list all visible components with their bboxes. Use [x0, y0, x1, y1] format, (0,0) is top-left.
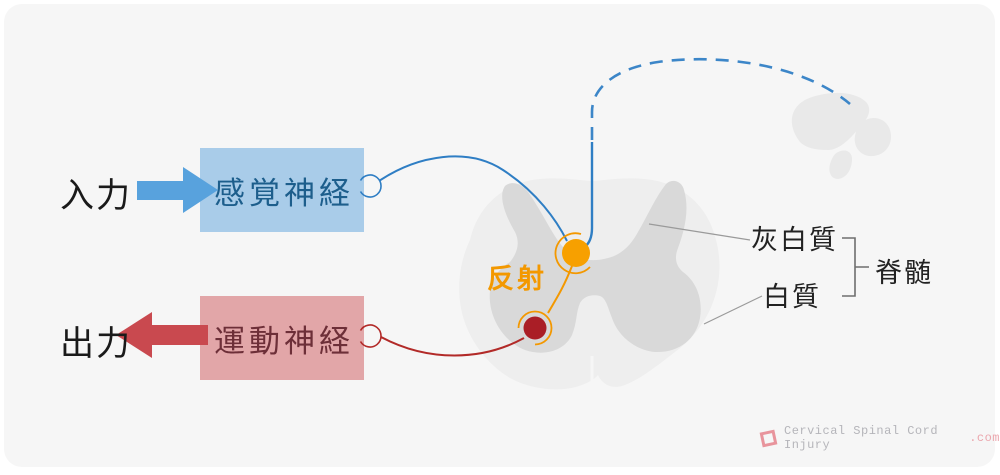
- sensory-nerve-box: 感覚神経: [200, 148, 364, 232]
- gray-matter-label: 灰白質: [751, 225, 838, 255]
- spinal-cord-label: 脊髄: [875, 258, 933, 288]
- interneuron-dot: [562, 239, 590, 267]
- brain-cerebrum-shape: [791, 92, 870, 150]
- motor-box-ring: [359, 324, 382, 348]
- input-label: 入力: [60, 177, 132, 215]
- ascending-dashed-fiber: [590, 57, 851, 140]
- brain-silhouette: [791, 92, 892, 179]
- interneuron-fiber: [547, 265, 573, 314]
- spinal-cord-bracket: [842, 237, 869, 297]
- sensory-fiber-curve: [378, 155, 568, 242]
- sensory-nerve-label: 感覚神経: [214, 175, 354, 211]
- motor-nerve-label: 運動神経: [214, 323, 354, 359]
- output-arrow: [116, 312, 208, 358]
- reflex-label: 反射: [487, 264, 547, 294]
- white-matter-label: 白質: [763, 282, 821, 312]
- brain-brainstem-shape: [829, 150, 853, 179]
- white-matter-pointer-line: [703, 295, 763, 325]
- site-logo-text: Cervical Spinal Cord Injury: [784, 424, 939, 452]
- sensory-box-ring: [359, 174, 382, 198]
- brain-cerebellum-shape: [854, 118, 892, 157]
- motor-neuron-synapse-arc: [517, 310, 553, 346]
- spinal-cord-gray-matter-shape: [489, 180, 701, 353]
- site-logo-suffix: .com: [969, 431, 1000, 445]
- site-logo: Cervical Spinal Cord Injury .com: [759, 424, 1000, 452]
- tilted-square-icon: [759, 429, 778, 447]
- output-label: 出力: [60, 325, 132, 363]
- gray-matter-pointer-line: [648, 223, 751, 241]
- interneuron-synapse-arc: [554, 232, 591, 275]
- motor-fiber-curve: [380, 336, 525, 357]
- motor-nerve-box: 運動神経: [200, 296, 364, 380]
- motor-neuron-dot: [523, 316, 547, 340]
- input-arrow: [137, 167, 218, 213]
